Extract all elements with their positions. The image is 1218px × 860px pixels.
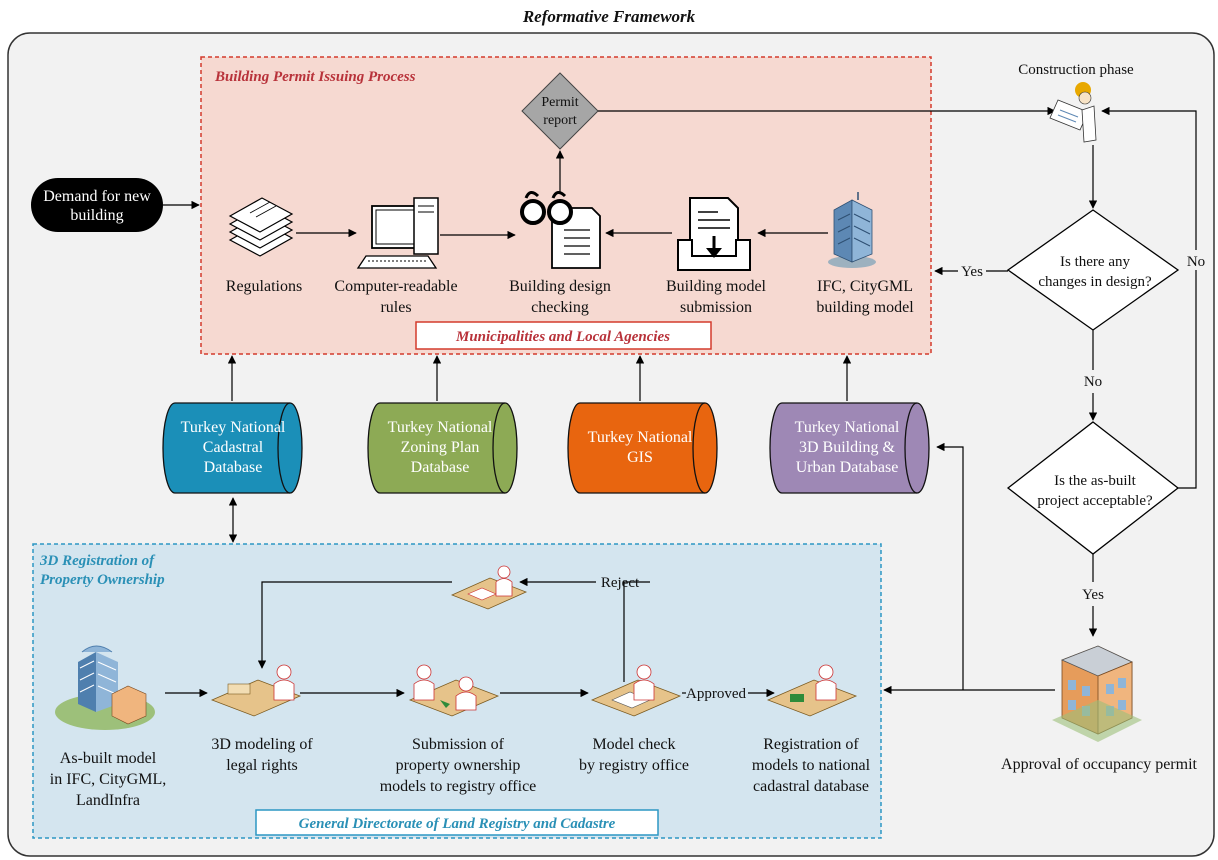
asbuilt-line2: in IFC, CityGML, <box>50 771 166 788</box>
register-line1: Registration of <box>763 736 859 753</box>
db-cadastral-line1: Turkey National <box>181 419 286 436</box>
edge-label-no1: No <box>1084 374 1102 390</box>
decision-changes-line2: changes in design? <box>1038 274 1152 290</box>
clerk-desk-icon-modeling <box>210 664 302 717</box>
demand-line2: building <box>70 207 123 224</box>
check-line1: Model check <box>592 736 675 753</box>
permit-process-title: Building Permit Issuing Process <box>214 69 416 85</box>
permit-report-line2: report <box>543 113 577 128</box>
clerk-desk-icon-reject <box>450 565 528 610</box>
regulations-icon <box>228 197 294 257</box>
glasses-document-icon <box>520 191 601 269</box>
db-gis-line1: Turkey National <box>588 429 693 446</box>
edge-label-yes1: Yes <box>961 264 983 280</box>
checking-line1: Building design <box>509 278 611 295</box>
db-zoning-line2: Zoning Plan <box>401 439 480 456</box>
register-line3: cadastral database <box>753 778 869 795</box>
db-3d-building <box>769 402 930 494</box>
reg-submission-line1: Submission of <box>412 736 505 753</box>
municipalities-box <box>415 321 712 350</box>
rules-line1: Computer-readable <box>334 278 457 295</box>
reg-submission-line3: models to registry office <box>380 778 537 795</box>
edge-occupancy-3d-database <box>936 442 964 690</box>
edge-no-loop <box>1101 106 1197 489</box>
edge-label-bg <box>1184 250 1210 270</box>
regulations-label: Regulations <box>226 278 302 295</box>
clerk-desk-icon-submission <box>408 664 500 717</box>
db-gis-line2: GIS <box>627 449 653 466</box>
permit-report-line1: Permit <box>541 95 578 110</box>
apartment-building-icon <box>1052 645 1142 742</box>
db-cadastral-line2: Cadastral <box>203 439 264 456</box>
decision-changes-line1: Is there any <box>1060 254 1130 270</box>
registration-title-line1: 3D Registration of <box>39 553 156 569</box>
check-line2: by registry office <box>579 757 689 774</box>
edge-check-reject-up <box>623 581 650 682</box>
db-zoning <box>367 402 518 494</box>
decision-asbuilt-line1: Is the as-built <box>1054 473 1136 489</box>
registration-title-line2: Property Ownership <box>40 572 165 588</box>
edge-label-approved: Approved <box>686 686 746 702</box>
db-3d-line3: Urban Database <box>796 459 899 476</box>
rules-line2: rules <box>380 299 411 316</box>
clerk-desk-icon-check <box>590 664 682 717</box>
edge-label-reject: Reject <box>601 575 640 591</box>
document-tray-icon <box>677 197 751 271</box>
model-line2: building model <box>816 299 914 316</box>
asbuilt-line3: LandInfra <box>76 792 140 809</box>
edge-reject-to-modeling <box>257 581 452 669</box>
worker-blueprint-icon <box>1049 82 1097 143</box>
db-3d-line2: 3D Building & <box>799 439 896 456</box>
demand-node <box>31 178 163 232</box>
land-registry-label: General Directorate of Land Registry and… <box>299 816 616 832</box>
modeling-line2: legal rights <box>226 757 298 774</box>
db-cadastral-line3: Database <box>204 459 263 476</box>
modeling-line1: 3D modeling of <box>211 736 313 753</box>
model-line1: IFC, CityGML <box>817 278 913 295</box>
computer-icon <box>356 197 439 269</box>
db-zoning-line1: Turkey National <box>388 419 493 436</box>
municipalities-label: Municipalities and Local Agencies <box>455 329 670 345</box>
register-line2: models to national <box>752 757 871 774</box>
construction-phase-label: Construction phase <box>1018 62 1134 78</box>
db-gis <box>567 402 718 494</box>
db-cadastral <box>162 402 303 494</box>
permit-report-node <box>521 72 599 150</box>
db-3d-line1: Turkey National <box>795 419 900 436</box>
skyscraper-icon <box>828 192 876 268</box>
occupancy-label: Approval of occupancy permit <box>1001 756 1197 773</box>
submission-line2: submission <box>680 299 752 316</box>
decision-asbuilt-line2: project acceptable? <box>1037 493 1153 509</box>
demand-line1: Demand for new <box>43 188 151 205</box>
db-zoning-line3: Database <box>411 459 470 476</box>
edge-label-yes2: Yes <box>1082 587 1104 603</box>
land-registry-box <box>255 809 659 836</box>
submission-line1: Building model <box>666 278 767 295</box>
clerk-desk-icon-register <box>766 664 858 717</box>
asbuilt-tower-icon <box>55 645 155 730</box>
checking-line2: checking <box>531 299 589 316</box>
diagram-title: Reformative Framework <box>522 7 696 26</box>
asbuilt-line1: As-built model <box>60 750 157 767</box>
reg-submission-line2: property ownership <box>396 757 521 774</box>
edge-label-no2: No <box>1187 254 1205 270</box>
